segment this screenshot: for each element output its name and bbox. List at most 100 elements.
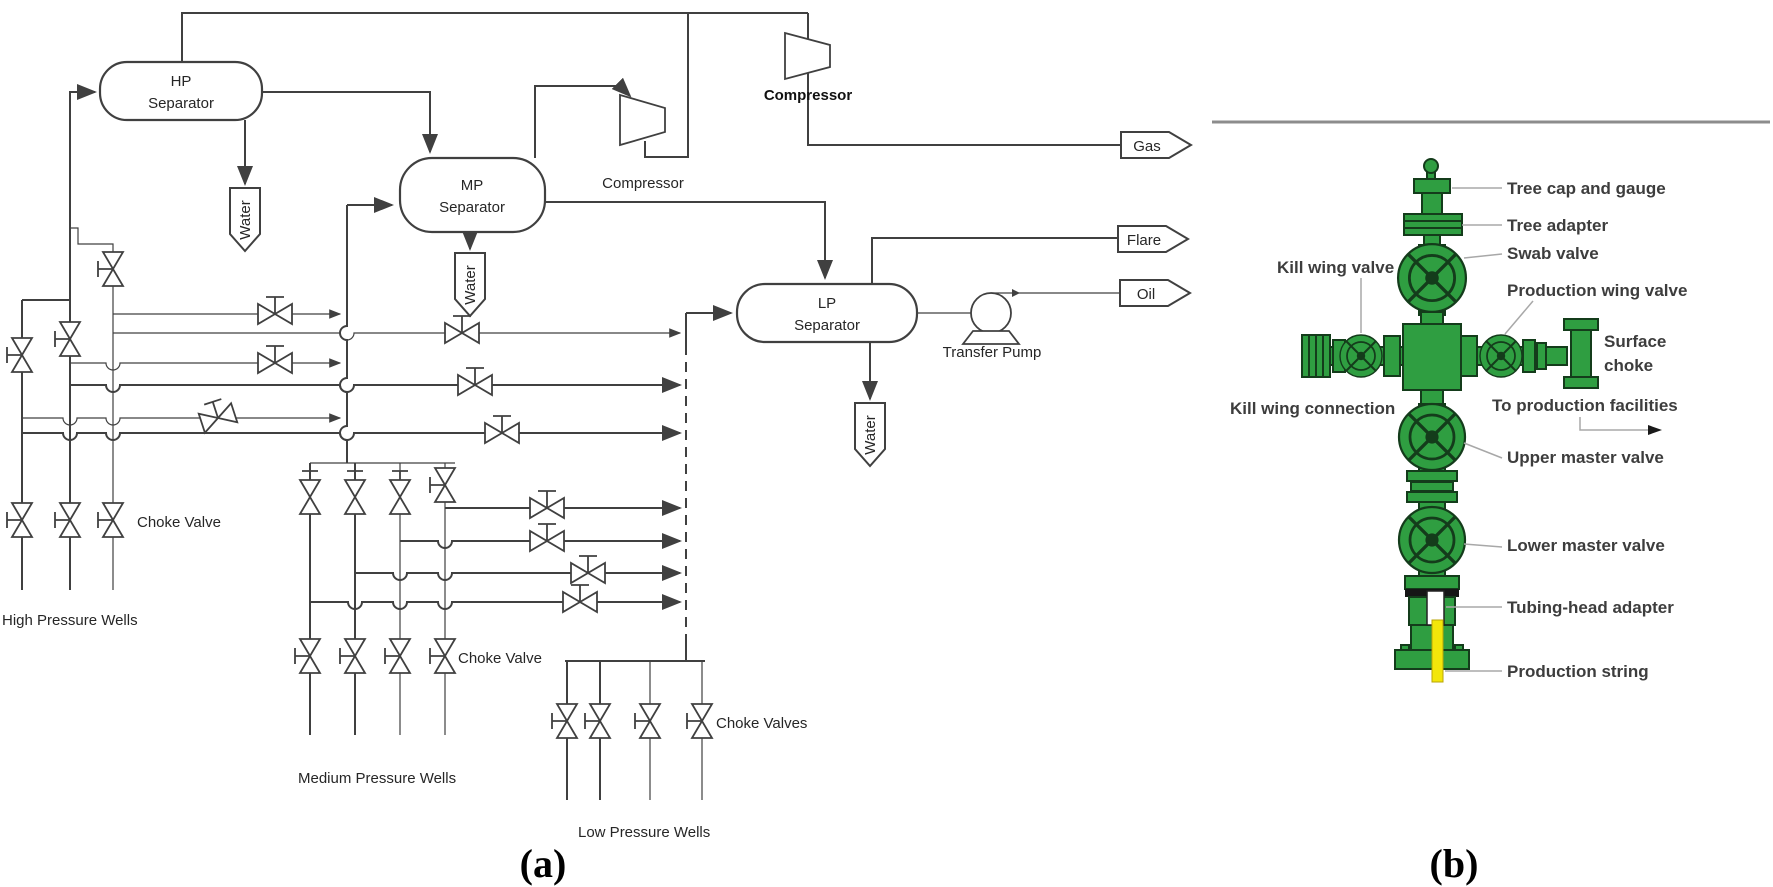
tree-adapter-label: Tree adapter <box>1507 216 1608 235</box>
lp-choke-valves-label: Choke Valves <box>716 715 807 732</box>
tubing-head-adapter-label: Tubing-head adapter <box>1507 598 1674 617</box>
hp-water-label: Water <box>237 200 254 239</box>
mp-gas-to-compressor <box>534 77 632 158</box>
header-valve-icon <box>484 415 520 444</box>
choke-valve-icon <box>551 703 578 739</box>
panel-b-wellhead-tree: Tree cap and gauge Tree adapter Swab val… <box>1212 120 1770 886</box>
drop-valve-icon <box>299 470 321 515</box>
oil-flow-arrow <box>1012 289 1020 297</box>
header-valve-icon <box>257 345 293 374</box>
header-573 <box>355 565 682 581</box>
lp-separator: LP Separator <box>735 282 919 344</box>
hp-choke-valve-label: Choke Valve <box>137 514 221 531</box>
mp-separator: MP Separator <box>398 156 547 234</box>
lp-gas-to-flare <box>871 237 1118 284</box>
lp-wells-label: Low Pressure Wells <box>578 824 710 841</box>
choke-valve-icon <box>6 502 33 538</box>
flare-stream-flag: Flare <box>1117 225 1189 253</box>
wing-valve-icon <box>54 321 81 357</box>
transfer-pump: Transfer Pump <box>943 292 1042 361</box>
header-333 <box>113 328 682 341</box>
mp-water-flag: Water <box>454 252 486 317</box>
header-valve-icon <box>195 395 239 434</box>
caption-b: (b) <box>1430 841 1479 886</box>
choke-valve-icon <box>384 638 411 674</box>
choke-valve-icon <box>97 502 124 538</box>
choke-valve-icon <box>686 703 713 739</box>
header-valve-icon <box>457 367 493 396</box>
production-arm-flange-3 <box>1536 342 1547 370</box>
compressor-upper-label: Compressor <box>764 87 853 104</box>
choke-valve-icon <box>339 638 366 674</box>
header-valve-icon <box>570 555 606 584</box>
connection-cap-ribs <box>1308 335 1324 377</box>
compressor-lower-label: Compressor <box>602 175 684 192</box>
cross-block <box>1402 323 1462 391</box>
piping-network <box>21 12 1121 800</box>
header-363 <box>70 358 342 371</box>
adapter-flange-lines <box>1404 220 1462 229</box>
tree-neck <box>1421 192 1443 215</box>
hp-water-flag: Water <box>229 187 261 252</box>
leader-upper-master-valve <box>1463 442 1503 459</box>
leader-lower-master-valve <box>1463 543 1503 548</box>
to-production-facilities-label: To production facilities <box>1492 396 1678 415</box>
neck-4 <box>1420 389 1444 405</box>
panel-a-process-diagram: HP Separator MP Separator LP Separator C… <box>2 12 1192 886</box>
oil-stream-label: Oil <box>1137 286 1155 303</box>
production-arm-flange <box>1460 335 1478 377</box>
surface-choke-bottom-flange <box>1563 376 1599 389</box>
mp-compressor-discharge <box>644 14 689 158</box>
mp-separator-label-1: MP <box>461 177 484 194</box>
leader-to-production-facilities <box>1579 417 1648 431</box>
lp-separator-label-1: LP <box>818 295 836 312</box>
header-valve-icon <box>444 315 480 344</box>
choke-valve-icon <box>584 703 611 739</box>
leader-swab-valve <box>1463 253 1503 259</box>
choke-valve-icon <box>634 703 661 739</box>
flare-stream-label: Flare <box>1127 232 1161 249</box>
leader-production-wing-valve <box>1504 300 1534 335</box>
lp-water-flag: Water <box>854 402 886 467</box>
tree-cap-label: Tree cap and gauge <box>1507 179 1666 198</box>
compressor-icon <box>619 93 666 147</box>
mp-to-lp-pipe <box>545 201 833 280</box>
lp-water-label: Water <box>862 415 879 454</box>
flange-stack-1 <box>1406 470 1458 482</box>
pump-icon <box>970 292 1012 334</box>
mp-choke-valve-label: Choke Valve <box>458 650 542 667</box>
wing-valve-icon <box>6 337 33 373</box>
wing-valve-icon <box>97 251 124 287</box>
hp-separator: HP Separator <box>98 60 264 122</box>
compressor-discharge-to-gas <box>807 13 1121 146</box>
production-facilities-arrow <box>1648 425 1662 435</box>
surface-choke-body <box>1570 329 1592 380</box>
lower-master-valve-label: Lower master valve <box>1507 536 1665 555</box>
christmas-tree-graphic <box>1301 158 1599 683</box>
hp-wells-label: High Pressure Wells <box>2 612 138 629</box>
gas-export-compressor: Compressor <box>764 31 853 104</box>
hp-inlet-riser <box>69 84 97 300</box>
transfer-pump-label: Transfer Pump <box>943 344 1042 361</box>
neck-3 <box>1420 311 1444 325</box>
tree-cap <box>1413 178 1451 194</box>
choke-valve-icon <box>54 502 81 538</box>
lp-separator-label-2: Separator <box>794 317 860 334</box>
production-string-label: Production string <box>1507 662 1649 681</box>
tree-adapter-flange <box>1403 213 1463 236</box>
mp-separator-label-2: Separator <box>439 199 505 216</box>
choke-valve-icon <box>294 638 321 674</box>
kill-wing-connection-label: Kill wing connection <box>1230 399 1395 418</box>
header-valve-icon <box>529 523 565 552</box>
header-602 <box>310 594 682 610</box>
swab-valve-label: Swab valve <box>1507 244 1599 263</box>
kill-wing-valve-label: Kill wing valve <box>1277 258 1394 277</box>
surface-choke-top-flange <box>1563 318 1599 331</box>
lower-master-valve-wheel-icon <box>1397 505 1467 575</box>
production-wing-valve-label: Production wing valve <box>1507 281 1687 300</box>
kill-arm-flange <box>1383 335 1401 377</box>
header-433 <box>22 425 682 441</box>
production-arm-flange-2 <box>1522 339 1536 373</box>
upper-master-valve-label: Upper master valve <box>1507 448 1664 467</box>
